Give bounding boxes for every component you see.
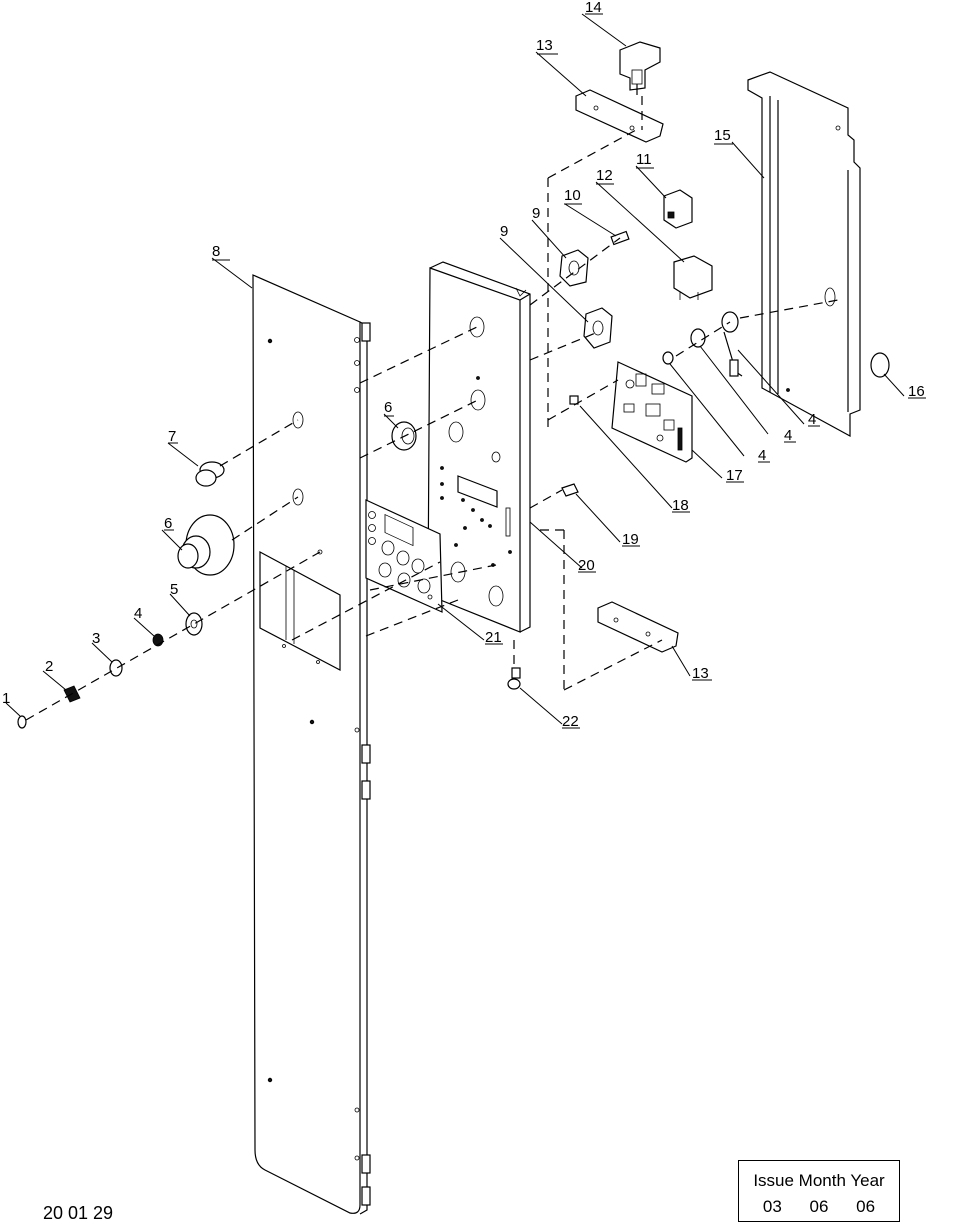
led xyxy=(569,395,579,405)
callout-13-upper: 13 xyxy=(536,37,553,54)
bushing-left xyxy=(195,461,225,487)
rear-cover xyxy=(747,71,861,438)
control-circuit-board xyxy=(611,361,693,463)
lower-mounting-bracket xyxy=(597,601,679,653)
callout-3: 3 xyxy=(92,630,100,647)
callout-underlines xyxy=(164,13,926,729)
issue-box: Issue Month Year 03 06 06 xyxy=(738,1160,900,1222)
callout-6-panel: 6 xyxy=(384,399,392,416)
callout-9-upper: 9 xyxy=(532,205,540,222)
callout-2: 2 xyxy=(45,658,53,675)
callout-5: 5 xyxy=(170,581,178,598)
hole-plug xyxy=(870,352,890,378)
callout-12: 12 xyxy=(596,167,613,184)
issue-year: 06 xyxy=(856,1197,876,1216)
knob-cap xyxy=(17,715,27,729)
callout-4-right-a: 4 xyxy=(808,411,816,428)
front-door-panel xyxy=(252,274,371,1215)
relay-socket-lower xyxy=(583,307,613,349)
upper-mounting-bracket xyxy=(575,89,664,143)
callout-10: 10 xyxy=(564,187,581,204)
callout-14: 14 xyxy=(585,0,602,16)
issue-values: 03 06 06 xyxy=(739,1197,899,1217)
washer-4b xyxy=(690,328,706,348)
top-bracket xyxy=(619,41,661,95)
callout-21: 21 xyxy=(485,629,502,646)
callout-11: 11 xyxy=(636,151,652,168)
issue-month: 06 xyxy=(809,1197,829,1216)
callout-4-right-b: 4 xyxy=(784,427,792,444)
star-washer xyxy=(185,612,203,636)
panel-screw xyxy=(507,667,521,690)
callout-4-right-c: 4 xyxy=(758,447,766,464)
callout-13-lower: 13 xyxy=(692,665,709,682)
nut-4a xyxy=(662,351,674,365)
callout-9-lower: 9 xyxy=(500,223,508,240)
temperature-sensor xyxy=(721,311,743,377)
drawing-number: 20 01 29 xyxy=(43,1203,114,1223)
control-panel xyxy=(427,261,531,633)
callout-17: 17 xyxy=(726,467,743,484)
callout-16: 16 xyxy=(908,383,925,400)
wire-connector xyxy=(561,483,579,497)
issue-number: 03 xyxy=(762,1197,782,1216)
callout-7: 7 xyxy=(168,428,176,445)
callout-18: 18 xyxy=(672,497,689,514)
assembly-lines xyxy=(25,96,839,721)
relay-11 xyxy=(663,189,693,229)
leader-lines xyxy=(5,13,905,725)
knob-ring xyxy=(109,659,123,677)
callout-8: 8 xyxy=(212,243,220,260)
issue-header: Issue Month Year xyxy=(753,1171,885,1190)
relay-12 xyxy=(673,255,713,300)
callout-19: 19 xyxy=(622,531,639,548)
callout-4-left: 4 xyxy=(134,605,142,622)
callout-1: 1 xyxy=(2,690,10,707)
callout-20: 20 xyxy=(578,557,595,574)
callout-labels: 1 2 3 4 5 6 7 8 6 9 9 10 11 12 13 14 15 … xyxy=(2,0,925,730)
callout-15: 15 xyxy=(714,127,731,144)
thermostat-dial xyxy=(177,514,235,576)
callout-22: 22 xyxy=(562,713,579,730)
callout-6-left: 6 xyxy=(164,515,172,532)
